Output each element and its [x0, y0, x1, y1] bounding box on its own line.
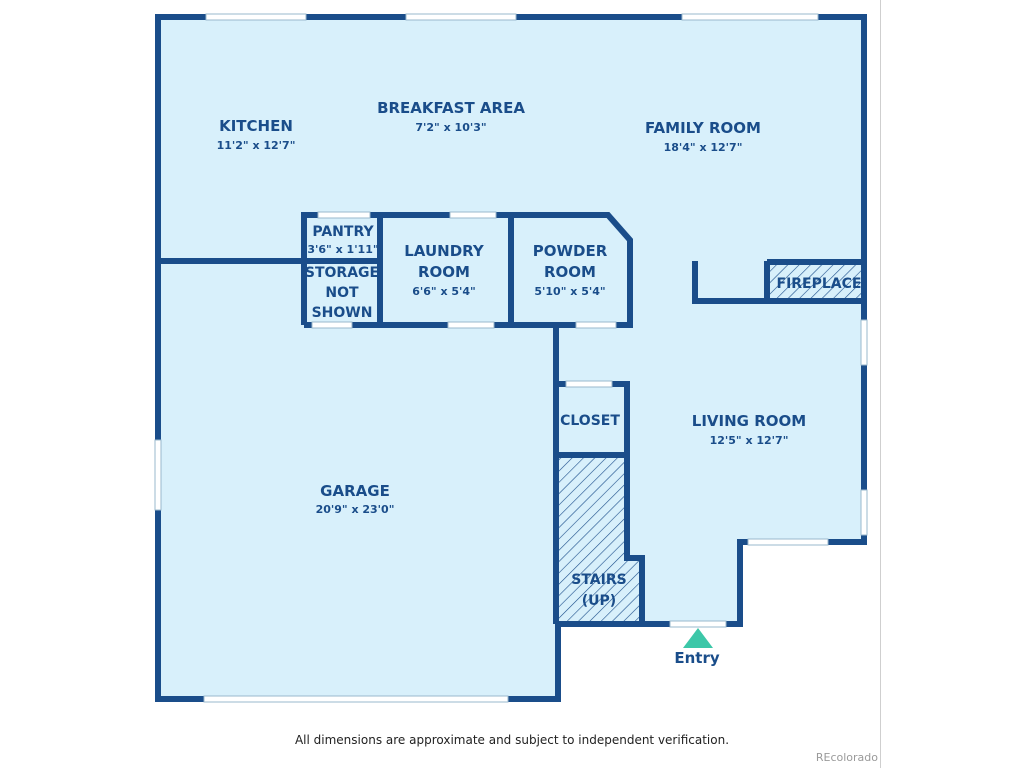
family-room-dims: 18'4" x 12'7": [664, 141, 743, 154]
page-divider: [880, 0, 881, 768]
powder-label-line2: ROOM: [544, 263, 596, 281]
storage-label-line1: STORAGE: [305, 265, 379, 281]
stairs-hatch: [558, 455, 642, 621]
stairs-label-line2: (UP): [582, 593, 616, 609]
fireplace-hatch: [770, 264, 864, 300]
laundry-label-line2: ROOM: [418, 263, 470, 281]
powder-dims: 5'10" x 5'4": [534, 285, 605, 298]
watermark-text: REcolorado: [815, 751, 878, 764]
storage-label-line2: NOT: [325, 285, 359, 301]
living-room-dims: 12'5" x 12'7": [710, 434, 789, 447]
closet-label: CLOSET: [560, 413, 620, 429]
kitchen-label: KITCHEN: [219, 117, 293, 135]
windows: [154, 13, 868, 703]
pantry-label: PANTRY: [312, 224, 374, 240]
pantry-dims: 3'6" x 1'11": [307, 243, 378, 256]
storage-label-line3: SHOWN: [312, 305, 373, 321]
floor-area: [158, 17, 864, 699]
disclaimer-text: All dimensions are approximate and subje…: [294, 733, 730, 747]
breakfast-area-dims: 7'2" x 10'3": [415, 121, 486, 134]
entry-label: Entry: [674, 649, 719, 667]
breakfast-area-label: BREAKFAST AREA: [377, 99, 525, 117]
garage-label: GARAGE: [320, 482, 390, 500]
fireplace-label: FIREPLACE: [777, 276, 862, 292]
living-room-label: LIVING ROOM: [692, 412, 806, 430]
kitchen-dims: 11'2" x 12'7": [217, 139, 296, 152]
laundry-label-line1: LAUNDRY: [404, 242, 485, 260]
triangle-up-icon: [683, 628, 713, 648]
laundry-dims: 6'6" x 5'4": [412, 285, 476, 298]
stairs-label-line1: STAIRS: [571, 572, 626, 588]
garage-dims: 20'9" x 23'0": [316, 503, 395, 516]
family-room-label: FAMILY ROOM: [645, 119, 761, 137]
powder-label-line1: POWDER: [533, 242, 608, 260]
